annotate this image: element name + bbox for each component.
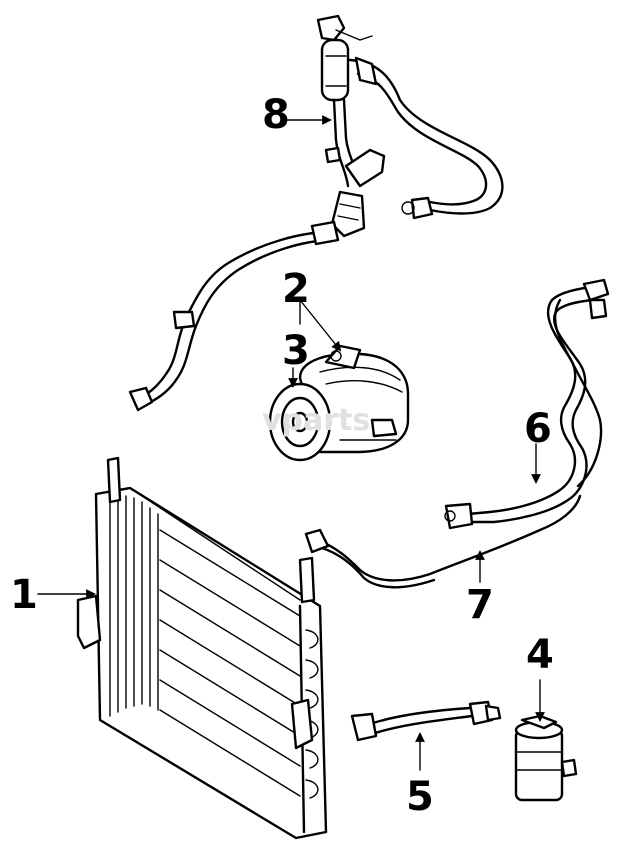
callout-2: 2 xyxy=(282,266,310,312)
part-5-hose xyxy=(350,700,502,742)
callout-8: 8 xyxy=(262,92,290,138)
part-6-suction-line xyxy=(444,278,610,530)
watermark: vparts xyxy=(262,403,370,438)
callout-3: 3 xyxy=(282,328,310,374)
part-4-receiver-drier xyxy=(514,714,578,802)
callout-6: 6 xyxy=(524,406,552,452)
callout-4: 4 xyxy=(526,632,554,678)
part-7-liquid-line xyxy=(304,494,582,589)
callout-7: 7 xyxy=(466,582,494,628)
callout-2-arrow xyxy=(299,299,342,352)
compressor xyxy=(268,344,410,462)
part-1-condenser xyxy=(76,456,328,840)
part-8-hose-assembly xyxy=(128,14,504,412)
callout-arrows xyxy=(37,115,545,771)
callout-5: 5 xyxy=(406,774,434,820)
callout-1: 1 xyxy=(10,572,38,618)
